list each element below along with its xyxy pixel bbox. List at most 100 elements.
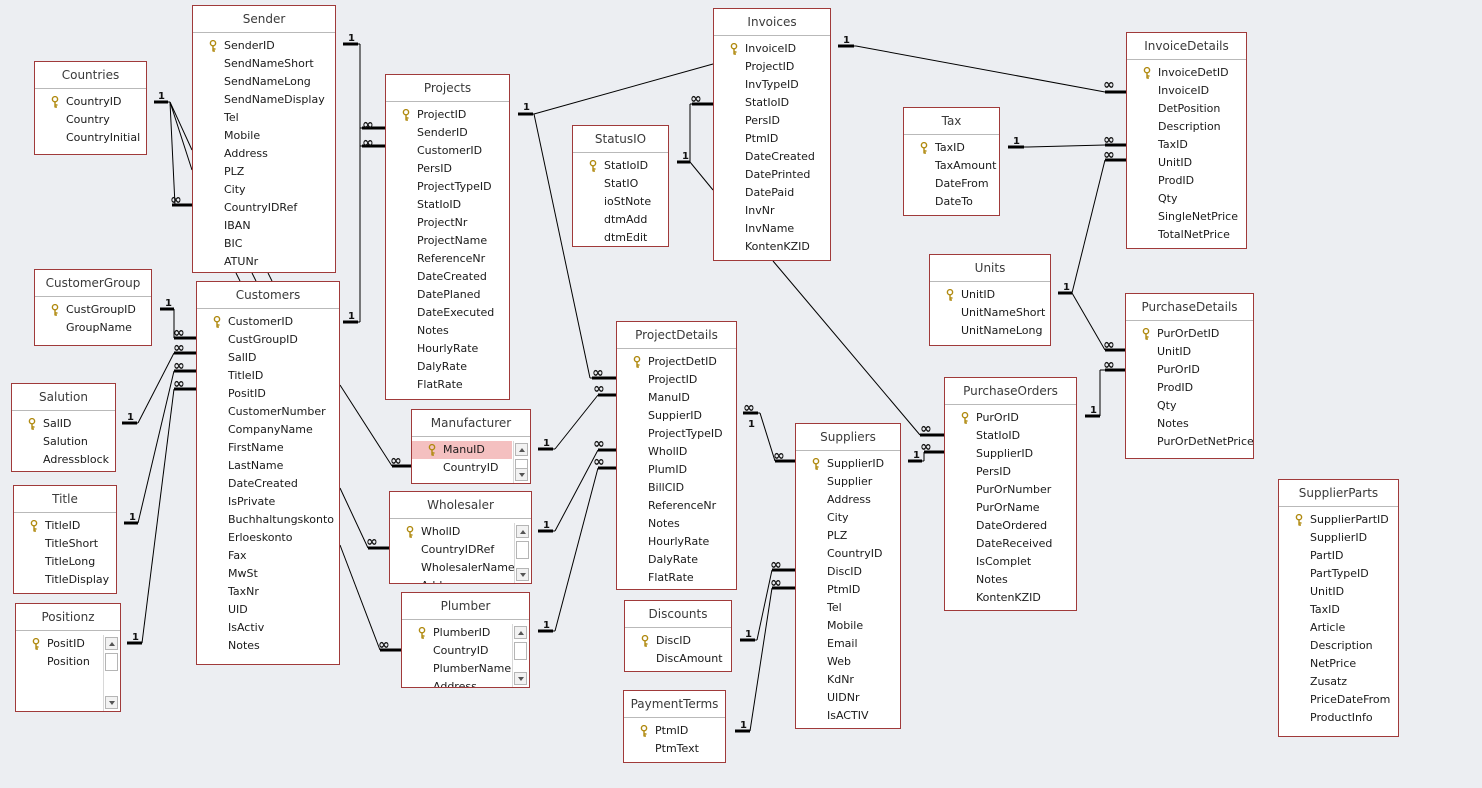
- field-item[interactable]: CustGroupID: [35, 301, 151, 319]
- field-item[interactable]: IsACTIV: [796, 707, 900, 725]
- relationship-line[interactable]: [554, 394, 599, 450]
- field-item[interactable]: TitleID: [197, 367, 339, 385]
- field-item[interactable]: ProjectTypeID: [386, 178, 509, 196]
- relationship-line[interactable]: [141, 388, 175, 644]
- field-item[interactable]: SenderID: [193, 37, 335, 55]
- field-item[interactable]: Zusatz: [1279, 673, 1398, 691]
- field-item[interactable]: CountryIDRef: [390, 541, 531, 559]
- field-item[interactable]: TitleID: [14, 517, 116, 535]
- field-item[interactable]: DetPosition: [1127, 100, 1246, 118]
- vertical-scrollbar[interactable]: [512, 624, 529, 687]
- field-item[interactable]: TaxID: [1127, 136, 1246, 154]
- relationship-line[interactable]: [1027, 144, 1106, 148]
- field-item[interactable]: ProjectID: [617, 371, 736, 389]
- field-item[interactable]: SenderID: [386, 124, 509, 142]
- field-item[interactable]: InvName: [714, 220, 830, 238]
- field-item[interactable]: TaxID: [904, 139, 999, 157]
- relationship-line[interactable]: [554, 467, 599, 632]
- table-title[interactable]: Invoices: [714, 9, 830, 36]
- field-item[interactable]: PtmID: [624, 722, 725, 740]
- field-item[interactable]: CountryID: [796, 545, 900, 563]
- field-item[interactable]: SingleNetPrice: [1127, 208, 1246, 226]
- field-item[interactable]: TaxID: [1279, 601, 1398, 619]
- field-item[interactable]: DateExecuted: [386, 304, 509, 322]
- field-item[interactable]: TaxAmount: [904, 157, 999, 175]
- scroll-up-icon[interactable]: [515, 443, 528, 456]
- field-item[interactable]: PlumID: [617, 461, 736, 479]
- field-item[interactable]: Address: [390, 577, 531, 583]
- field-item[interactable]: PLZ: [193, 163, 335, 181]
- field-item[interactable]: Salution: [12, 433, 115, 451]
- field-item[interactable]: ReferenceNr: [617, 497, 736, 515]
- field-item[interactable]: BIC: [193, 235, 335, 253]
- field-item[interactable]: Qty: [1126, 397, 1253, 415]
- field-item[interactable]: ProductInfo: [1279, 709, 1398, 727]
- field-item[interactable]: SendNameDisplay: [193, 91, 335, 109]
- table-title[interactable]: PaymentTerms: [624, 691, 725, 718]
- field-item[interactable]: WholesalerName: [390, 559, 531, 577]
- field-item[interactable]: TitleDisplay: [14, 571, 116, 589]
- field-item[interactable]: City: [193, 181, 335, 199]
- field-item[interactable]: SupplierID: [1279, 529, 1398, 547]
- field-item[interactable]: ManuName: [412, 477, 530, 481]
- field-item[interactable]: DatePlaned: [386, 286, 509, 304]
- field-item[interactable]: PositID: [197, 385, 339, 403]
- field-item[interactable]: CustGroupID: [197, 331, 339, 349]
- field-item[interactable]: Address: [402, 678, 529, 687]
- table-manufacturer[interactable]: ManufacturerManuIDCountryIDManuName: [411, 409, 531, 484]
- field-item[interactable]: DateReceived: [945, 535, 1076, 553]
- field-item[interactable]: PersID: [714, 112, 830, 130]
- table-title[interactable]: InvoiceDetails: [1127, 33, 1246, 60]
- field-item[interactable]: PurOrID: [945, 409, 1076, 427]
- field-item[interactable]: Fax: [197, 547, 339, 565]
- table-positionz[interactable]: PositionzPositIDPositionIsACTIVIsMgr: [15, 603, 121, 712]
- field-item[interactable]: MwSt: [197, 565, 339, 583]
- relationship-line[interactable]: [554, 449, 599, 532]
- field-item[interactable]: DateCreated: [714, 148, 830, 166]
- field-item[interactable]: PLZ: [796, 527, 900, 545]
- field-item[interactable]: CountryID: [402, 642, 529, 660]
- field-item[interactable]: ProjectID: [714, 58, 830, 76]
- field-item[interactable]: InvNr: [714, 202, 830, 220]
- field-item[interactable]: UIDNr: [796, 689, 900, 707]
- field-item[interactable]: CompanyName: [197, 421, 339, 439]
- field-item[interactable]: PositID: [16, 635, 120, 653]
- field-item[interactable]: ReferenceNr: [386, 250, 509, 268]
- field-item[interactable]: Article: [1279, 619, 1398, 637]
- field-item[interactable]: WholID: [390, 523, 531, 541]
- field-item[interactable]: ProdID: [1127, 172, 1246, 190]
- table-title[interactable]: CustomerGroup: [35, 270, 151, 297]
- relationship-line[interactable]: [1071, 292, 1106, 351]
- relationship-line[interactable]: [533, 113, 591, 379]
- field-item[interactable]: DalyRate: [386, 358, 509, 376]
- field-item[interactable]: CustomerID: [197, 313, 339, 331]
- relationship-line[interactable]: [339, 384, 393, 467]
- field-item[interactable]: FlatRate: [617, 569, 736, 587]
- scroll-up-icon[interactable]: [514, 626, 527, 639]
- field-item[interactable]: CustomerID: [386, 142, 509, 160]
- field-item[interactable]: Description: [1279, 637, 1398, 655]
- scroll-down-icon[interactable]: [105, 696, 118, 709]
- relationship-line[interactable]: [137, 370, 175, 524]
- relationship-line[interactable]: [756, 569, 773, 641]
- relationship-line[interactable]: [137, 352, 175, 424]
- field-item[interactable]: InvoiceID: [1127, 82, 1246, 100]
